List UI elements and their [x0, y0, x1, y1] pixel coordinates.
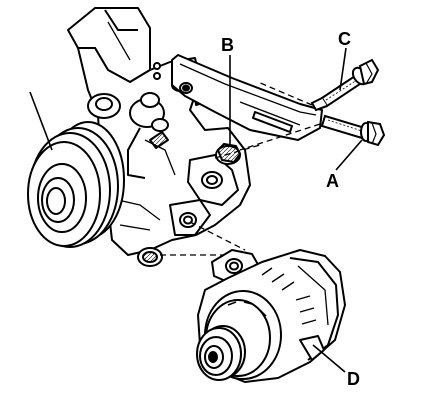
- adjusting-bracket: [171, 54, 323, 141]
- lower-mount-nut: [137, 247, 163, 267]
- callout-label-d: D: [347, 369, 360, 389]
- crankshaft-pulley: [27, 121, 125, 248]
- leader-lines: [229, 47, 363, 373]
- leader-c: [339, 47, 347, 91]
- leader-d: [312, 344, 346, 373]
- alternator: [196, 249, 346, 383]
- bolt-c: [310, 58, 380, 112]
- callout-label-b: B: [221, 35, 234, 55]
- callout-label-a: A: [326, 171, 339, 191]
- leader-a: [335, 139, 363, 171]
- callout-label-c: C: [338, 29, 351, 49]
- nut-b: [215, 142, 242, 165]
- pulley-leader-line: [29, 91, 53, 151]
- bolt-a: [320, 114, 386, 147]
